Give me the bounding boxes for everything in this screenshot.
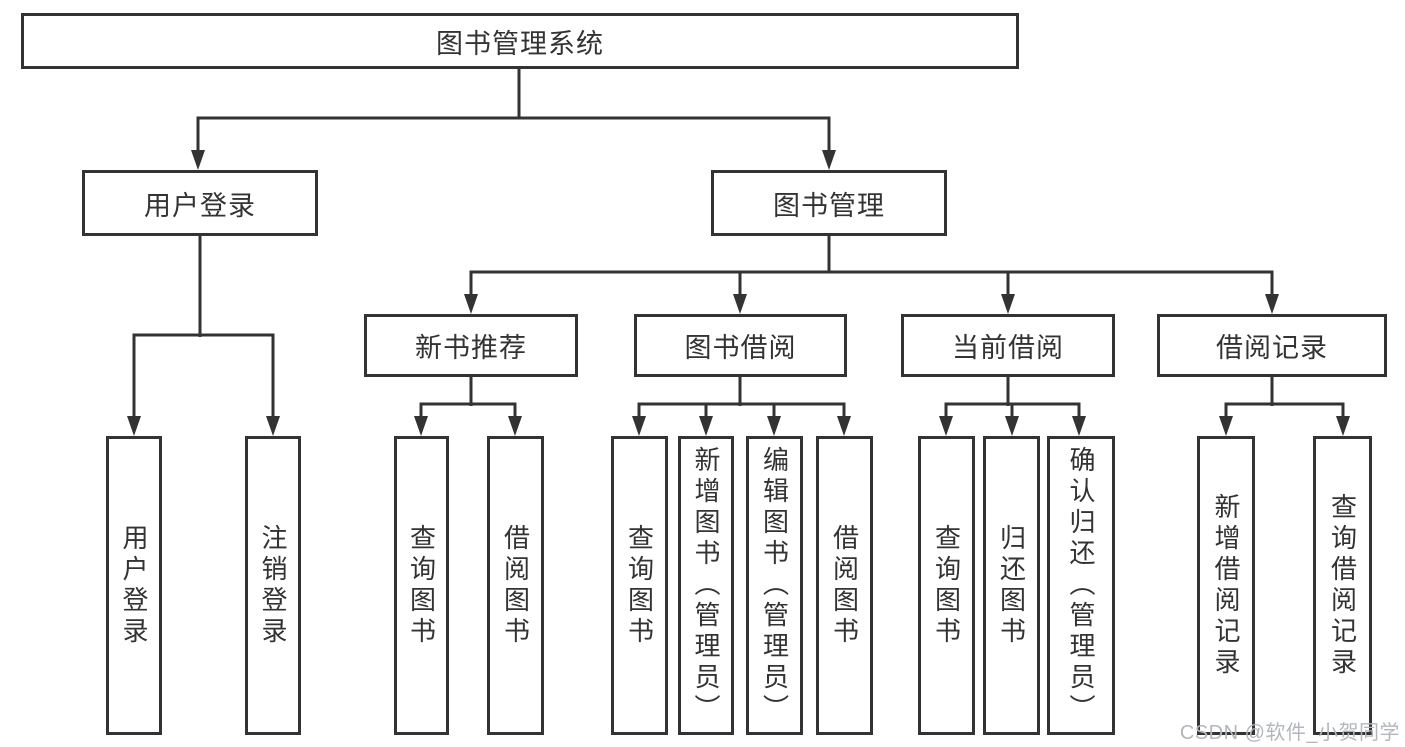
leaf-borrow-books: 借阅图书	[816, 436, 873, 735]
leaf-return-books: 归还图书	[983, 436, 1040, 735]
leaf-edit-books-admin: 编辑图书（管理员）	[746, 436, 803, 735]
node-current-borrowing: 当前借阅	[901, 314, 1115, 377]
leaf-query-books-recommend: 查询图书	[394, 436, 449, 735]
node-book-management: 图书管理	[711, 170, 947, 236]
csdn-watermark: CSDN @软件_小贺同学	[1179, 722, 1400, 744]
leaf-logout: 注销登录	[245, 436, 301, 735]
leaf-query-books-current: 查询图书	[918, 436, 975, 735]
leaf-query-books-borrowing: 查询图书	[611, 436, 668, 735]
leaf-add-books-admin: 新增图书（管理员）	[678, 436, 734, 735]
node-borrowing-records: 借阅记录	[1157, 314, 1387, 377]
node-user-login: 用户登录	[82, 170, 318, 236]
node-new-book-recommendation: 新书推荐	[364, 314, 578, 377]
leaf-borrow-books-recommend: 借阅图书	[487, 436, 544, 735]
leaf-query-borrow-record: 查询借阅记录	[1313, 436, 1372, 735]
node-library-management-system: 图书管理系统	[21, 13, 1019, 69]
node-book-borrowing: 图书借阅	[634, 314, 847, 377]
leaf-add-borrow-record: 新增借阅记录	[1197, 436, 1255, 735]
leaf-confirm-return-admin: 确认归还（管理员）	[1047, 436, 1115, 735]
leaf-user-login: 用户登录	[106, 436, 162, 735]
